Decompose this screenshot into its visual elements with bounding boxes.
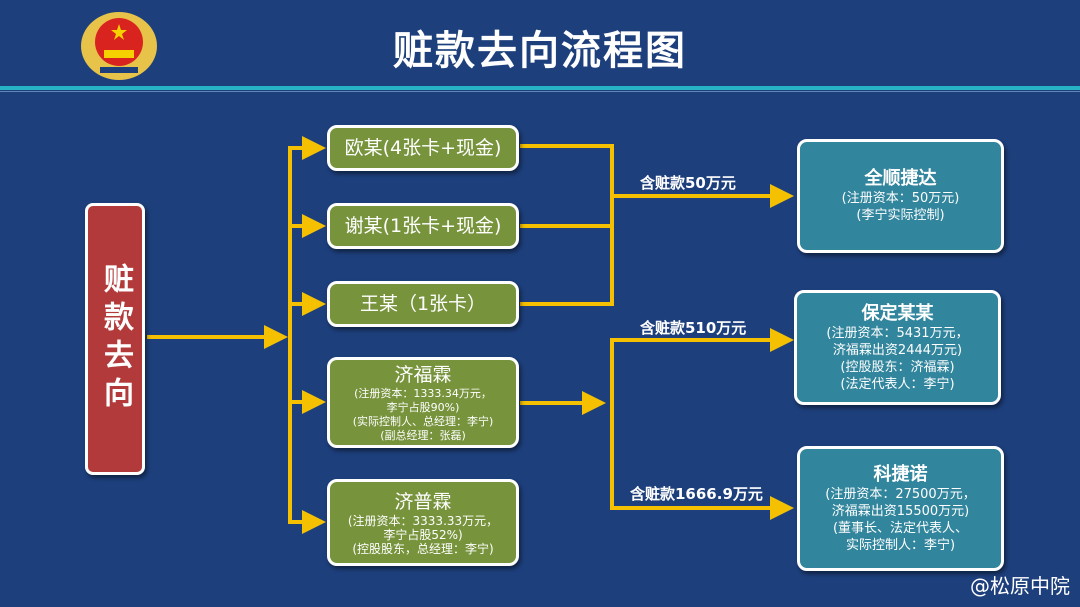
flow-label-50: 含赃款50万元 bbox=[640, 174, 736, 192]
detail-line: (控股股东：济福霖) bbox=[840, 359, 955, 375]
detail-line: (注册资本：27500万元， bbox=[825, 486, 976, 502]
company-box-baoding: 保定某某 (注册资本：5431万元， 济福霖出资2444万元) (控股股东：济福… bbox=[794, 290, 1001, 405]
company-name: 科捷诺 bbox=[873, 463, 928, 485]
flow-label-1666: 含赃款1666.9万元 bbox=[630, 485, 763, 503]
detail-line: (控股股东，总经理：李宁) bbox=[352, 541, 494, 556]
procuratorate-emblem-logo bbox=[81, 12, 157, 80]
detail-line: 李宁占股52%) bbox=[383, 527, 463, 542]
source-box: 赃款去向 bbox=[85, 203, 145, 475]
detail-line: 济福霖出资15500万元) bbox=[831, 503, 970, 519]
flow-label-510: 含赃款510万元 bbox=[640, 319, 747, 337]
detail-line: (李宁实际控制) bbox=[856, 208, 945, 223]
person-name: 欧某(4张卡+现金) bbox=[344, 137, 502, 159]
person-box-wang: 王某（1张卡） bbox=[327, 281, 519, 327]
title-divider bbox=[0, 86, 1080, 90]
detail-line: 实际控制人：李宁) bbox=[845, 537, 956, 553]
person-name: 谢某(1张卡+现金) bbox=[344, 215, 502, 237]
company-name: 全顺捷达 bbox=[864, 168, 937, 189]
person-box-xie: 谢某(1张卡+现金) bbox=[327, 203, 519, 249]
detail-line: (副总经理：张磊) bbox=[380, 428, 466, 442]
person-box-ou: 欧某(4张卡+现金) bbox=[327, 125, 519, 171]
detail-line: (注册资本：3333.33万元， bbox=[347, 513, 499, 528]
company-box-jipulin: 济普霖 (注册资本：3333.33万元， 李宁占股52%) (控股股东，总经理：… bbox=[327, 479, 519, 566]
detail-line: 李宁占股90%) bbox=[386, 400, 460, 414]
detail-line: (注册资本：5431万元， bbox=[826, 325, 969, 341]
watermark: @松原中院 bbox=[970, 574, 1070, 598]
company-name: 济普霖 bbox=[394, 490, 452, 513]
detail-line: (实际控制人、总经理：李宁) bbox=[352, 414, 494, 428]
company-name: 保定某某 bbox=[861, 302, 934, 324]
title-divider-thin bbox=[0, 91, 1080, 92]
detail-line: 济福霖出资2444万元) bbox=[832, 342, 963, 358]
company-name: 济福霖 bbox=[394, 363, 452, 386]
source-label: 赃款去向 bbox=[98, 263, 133, 415]
company-box-jifulin: 济福霖 (注册资本：1333.34万元， 李宁占股90%) (实际控制人、总经理… bbox=[327, 357, 519, 448]
detail-line: (董事长、法定代表人、 bbox=[832, 520, 969, 536]
page-title: 赃款去向流程图 bbox=[393, 28, 687, 74]
person-name: 王某（1张卡） bbox=[359, 293, 487, 315]
detail-line: (注册资本：1333.34万元， bbox=[354, 386, 492, 400]
company-box-quanshunjieda: 全顺捷达 (注册资本：50万元) (李宁实际控制) bbox=[797, 139, 1004, 253]
detail-line: (法定代表人：李宁) bbox=[840, 376, 955, 392]
company-box-kejienuo: 科捷诺 (注册资本：27500万元， 济福霖出资15500万元) (董事长、法定… bbox=[797, 446, 1004, 571]
detail-line: (注册资本：50万元) bbox=[841, 191, 960, 206]
